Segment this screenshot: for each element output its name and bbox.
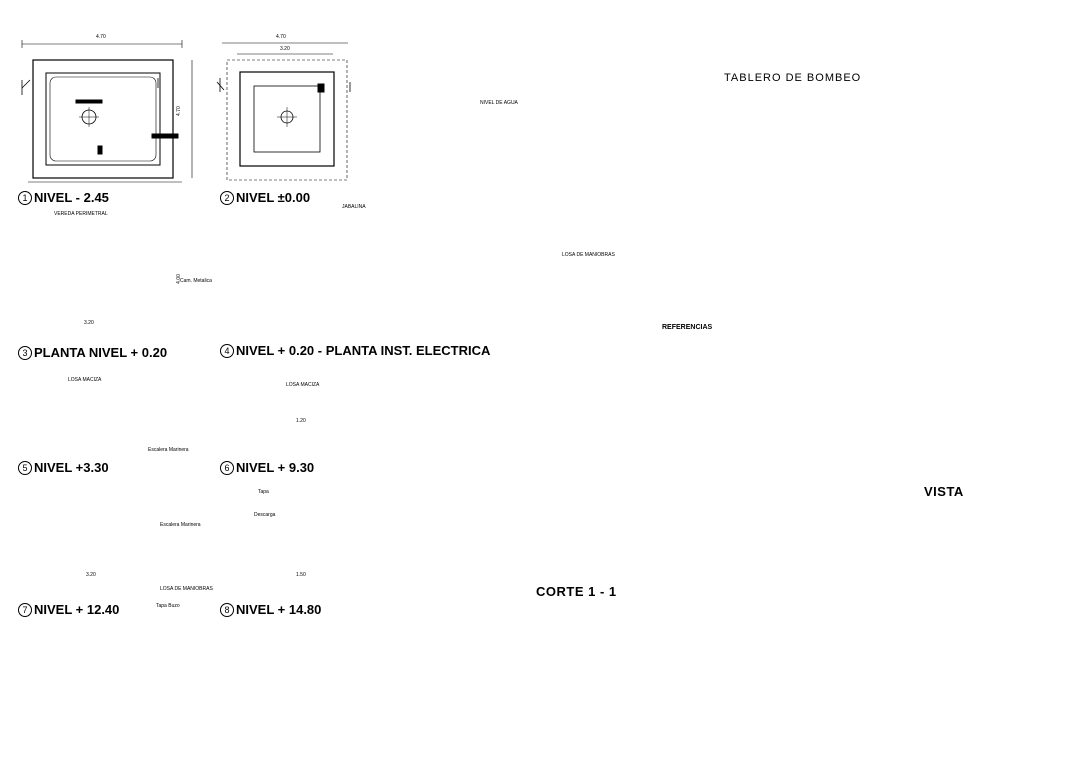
view-title: NIVEL +3.30 <box>34 460 109 475</box>
dim-bottom-3: 1.50 <box>296 572 306 578</box>
title-tablero-de-bombeo: TABLERO DE BOMBEO <box>724 72 862 84</box>
dim-label: 4.70 <box>176 106 182 116</box>
view-title: NIVEL + 9.30 <box>236 460 315 475</box>
label-cam-metalica: Cam. Metalica <box>180 278 212 284</box>
view-number: 1 <box>18 191 32 205</box>
view-number: 2 <box>220 191 234 205</box>
label-vereda: VEREDA PERIMETRAL <box>54 211 108 217</box>
view-title: NIVEL - 2.45 <box>34 190 109 205</box>
dim-top-2: 4.70 <box>276 34 286 40</box>
label-losa-maciza-2: LOSA MACIZA <box>286 382 320 388</box>
view-title: NIVEL + 0.20 - PLANTA INST. ELECTRICA <box>236 343 491 358</box>
title-vista: VISTA <box>924 484 964 499</box>
label-tapa-buzo: Tapa Buzo <box>156 603 180 609</box>
title-referencias: REFERENCIAS <box>662 324 713 331</box>
view-title: NIVEL ±0.00 <box>236 190 311 205</box>
label-descarga: Descarga <box>254 512 276 518</box>
label-losa-maniobras-2: LOSA DE MANIOBRAS <box>562 252 615 258</box>
label-losa-maniobras: LOSA DE MANIOBRAS <box>160 586 213 592</box>
plan-nivel-0-00 <box>216 42 351 181</box>
view-number: 6 <box>220 461 234 475</box>
label-losa-maciza: LOSA MACIZA <box>68 377 102 383</box>
view-title: NIVEL + 14.80 <box>236 602 322 617</box>
plan-nivel-minus-2-45 <box>21 40 193 183</box>
label-escalera-marinera-2: Escalera Marinera <box>160 522 201 528</box>
view-number: 4 <box>220 344 234 358</box>
dim-bottom-1: 3.20 <box>84 320 94 326</box>
dim-bottom-2: 3.20 <box>86 572 96 578</box>
view-number: 5 <box>18 461 32 475</box>
title-corte-1-1: CORTE 1 - 1 <box>536 584 617 599</box>
label-tapa: Tapa <box>258 489 269 495</box>
dim-top-3: 3.20 <box>280 46 290 52</box>
view-number: 3 <box>18 346 32 360</box>
dim-mid-1: 1.20 <box>296 418 306 424</box>
view-title: PLANTA NIVEL + 0.20 <box>34 345 168 360</box>
label-nivel-agua: NIVEL DE AGUA <box>480 100 518 106</box>
dim-top-1: 4.70 <box>96 34 106 40</box>
view-number: 8 <box>220 603 234 617</box>
label-escalera-marinera: Escalera Marinera <box>148 447 189 453</box>
view-number: 7 <box>18 603 32 617</box>
dim-side-1: 4.00 <box>175 274 182 284</box>
label-jabalina: JABALINA <box>342 204 366 210</box>
view-title: NIVEL + 12.40 <box>34 602 120 617</box>
